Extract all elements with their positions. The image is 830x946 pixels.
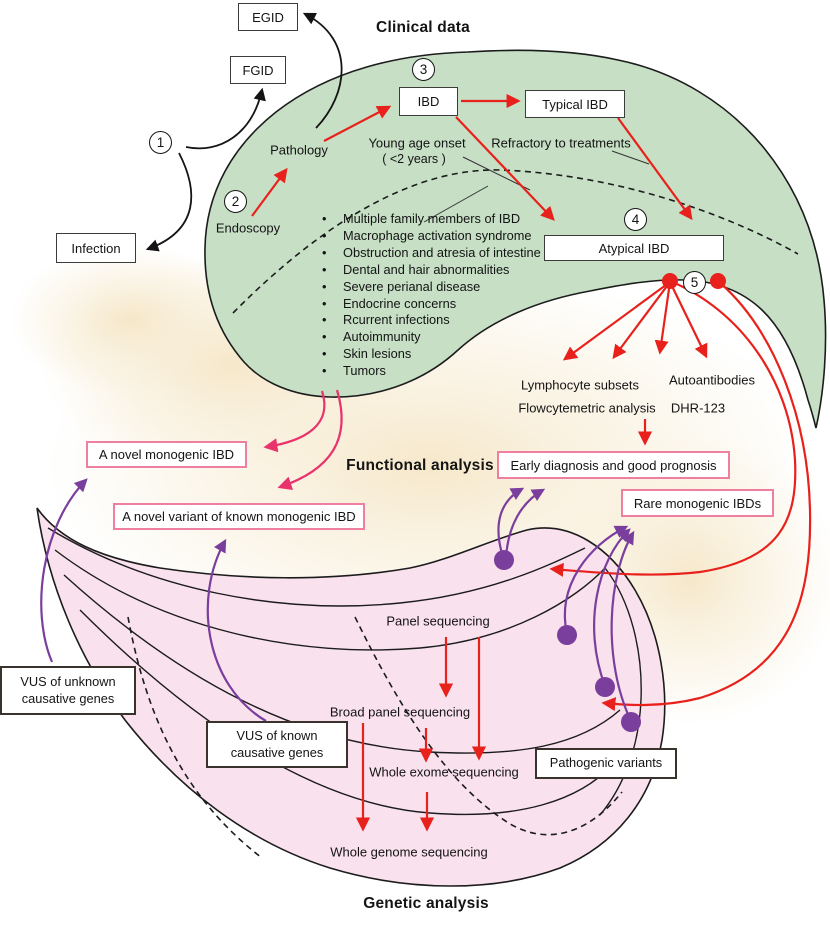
step-marker-5: 5 [683, 271, 706, 294]
feature-item: Tumors [316, 363, 541, 380]
clinical-node-dots [662, 273, 726, 289]
genetic-analysis-title: Genetic analysis [363, 895, 489, 912]
genetic-result-arrows [40, 478, 635, 722]
step-marker-3: 3 [412, 58, 435, 81]
arrow-clinical-to-genetic-upper [549, 279, 797, 577]
flowcytometric-label: Flowcytemetric analysis [518, 400, 656, 416]
early-diagnosis-box: Early diagnosis and good prognosis [497, 451, 730, 479]
young-age-years-label: ( <2 years ) [382, 152, 446, 166]
feature-item: Skin lesions [316, 346, 541, 363]
arrow-clinical-to-genetic-lower [601, 280, 812, 712]
genetic-region-shape [36, 507, 666, 887]
fgid-box: FGID [230, 56, 286, 84]
vus-known-box: VUS of known causative genes [206, 721, 348, 768]
clinical-red-arrows [251, 93, 693, 221]
ibd-box: IBD [399, 87, 458, 116]
autoantibodies-label: Autoantibodies [668, 372, 756, 388]
feature-item: Obstruction and atresia of intestine [316, 245, 541, 262]
step-marker-2: 2 [224, 190, 247, 213]
young-age-onset-label: Young age onset [368, 135, 466, 151]
panel-sequencing-label: Panel sequencing [386, 613, 490, 629]
arrow-step1-to-infection [145, 152, 193, 252]
novel-monogenic-box: A novel monogenic IBD [86, 441, 247, 468]
dhr-123-label: DHR-123 [670, 400, 726, 416]
refractory-label: Refractory to treatments [491, 135, 631, 151]
functional-test-arrows [562, 281, 708, 446]
whole-genome-sequencing-label: Whole genome sequencing [330, 844, 488, 860]
feature-item: Macrophage activation syndrome [316, 228, 541, 245]
arrow-clinical-to-novel-variant [277, 389, 343, 490]
feature-item: Rcurrent infections [316, 312, 541, 329]
typical-ibd-box: Typical IBD [525, 90, 625, 118]
clinical-data-title: Clinical data [376, 19, 470, 36]
functional-analysis-title: Functional analysis [346, 457, 494, 474]
feature-item: Autoimmunity [316, 329, 541, 346]
step-marker-1: 1 [149, 131, 172, 154]
infection-box: Infection [56, 233, 136, 263]
lymphocyte-subsets-label: Lymphocyte subsets [520, 377, 640, 393]
broad-panel-sequencing-label: Broad panel sequencing [329, 704, 471, 720]
pathogenic-variants-box: Pathogenic variants [535, 748, 677, 779]
arrow-pathology-to-egid [302, 12, 343, 129]
step-marker-4: 4 [624, 208, 647, 231]
rare-monogenic-box: Rare monogenic IBDs [621, 489, 774, 517]
pathology-label: Pathology [270, 142, 328, 158]
egid-box: EGID [238, 3, 298, 31]
endoscopy-label: Endoscopy [215, 220, 281, 236]
feature-item: Endocrine concerns [316, 296, 541, 313]
whole-exome-sequencing-label: Whole exome sequencing [369, 764, 519, 780]
feature-item: Multiple family members of IBD [316, 211, 541, 228]
arrow-clinical-to-novel-monogenic [263, 390, 326, 453]
arrow-step1-to-fgid [185, 87, 266, 150]
atypical-ibd-box: Atypical IBD [544, 235, 724, 261]
feature-item: Severe perianal disease [316, 279, 541, 296]
genetic-dashed-lines [127, 616, 623, 859]
variant-node-dots [494, 550, 641, 732]
novel-variant-box: A novel variant of known monogenic IBD [113, 503, 365, 530]
vus-unknown-box: VUS of unknown causative genes [0, 666, 136, 715]
sequencing-arrows [355, 637, 487, 832]
atypical-features-list: Multiple family members of IBD Macrophag… [316, 211, 541, 380]
feature-item: Dental and hair abnormalities [316, 262, 541, 279]
